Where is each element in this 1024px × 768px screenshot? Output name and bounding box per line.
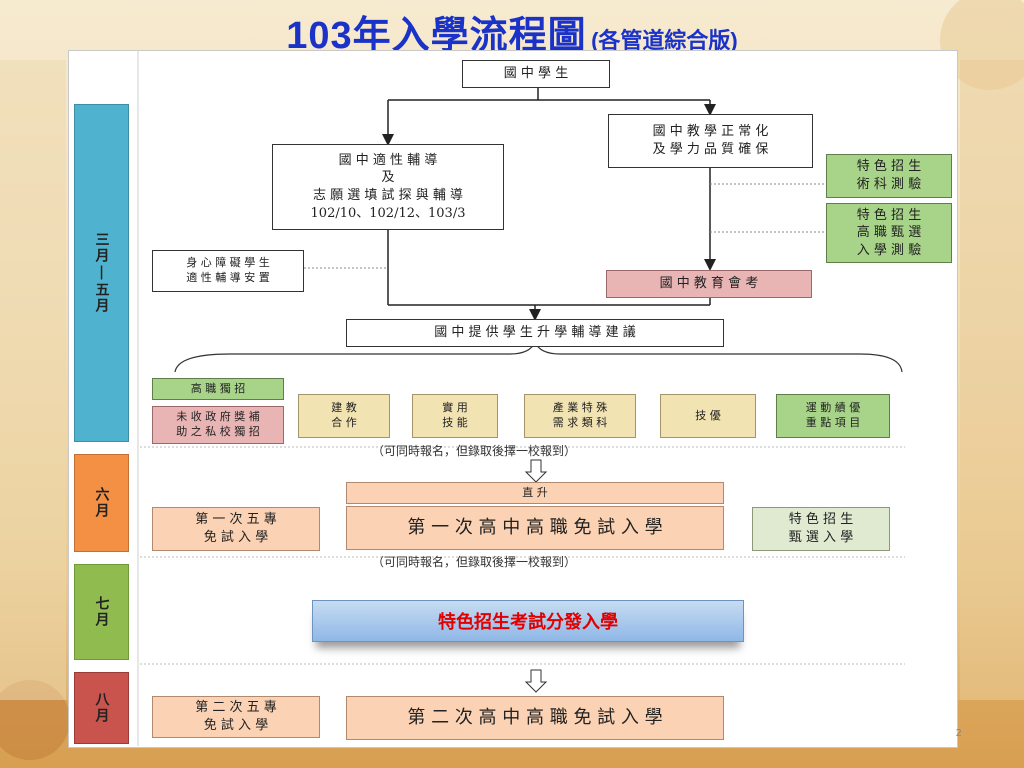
month-mar-may: 三月|五月 <box>74 104 129 442</box>
box-guidance-advice: 國 中 提 供 學 生 升 學 輔 導 建 議 <box>346 319 724 347</box>
box-industry-special: 產 業 特 殊 需 求 類 科 <box>524 394 636 438</box>
box-skill-excellence: 技 優 <box>660 394 756 438</box>
box-vocational-independent: 高 職 獨 招 <box>152 378 284 400</box>
note-simultaneous-2: （可同時報名，但錄取後擇一校報到） <box>372 555 577 569</box>
box-first-five-year: 第 一 次 五 專 免 試 入 學 <box>152 507 320 551</box>
month-jun: 六月 <box>74 454 129 552</box>
box-practical-skills: 實 用 技 能 <box>412 394 498 438</box>
page-number: 2 <box>955 728 962 739</box>
box-special-vocational-test: 特 色 招 生 高 職 甄 選 入 學 測 驗 <box>826 203 952 263</box>
box-special-art-test: 特 色 招 生 術 科 測 驗 <box>826 154 952 198</box>
box-special-exam-allocation: 特色招生考試分發入學 <box>312 600 744 642</box>
box-education-exam: 國 中 教 育 會 考 <box>606 270 812 298</box>
month-aug: 八月 <box>74 672 129 744</box>
title-subtitle: (各管道綜合版) <box>591 28 738 53</box>
box-sports-excellence: 運 動 績 優 重 點 項 目 <box>776 394 890 438</box>
box-disabled-students: 身 心 障 礙 學 生 適 性 輔 導 安 置 <box>152 250 304 292</box>
note-simultaneous-1: （可同時報名，但錄取後擇一校報到） <box>372 444 577 458</box>
box-special-selection: 特 色 招 生 甄 選 入 學 <box>752 507 890 551</box>
box-second-free-entrance: 第 二 次 高 中 高 職 免 試 入 學 <box>346 696 724 740</box>
box-private-independent: 未 收 政 府 獎 補 助 之 私 校 獨 招 <box>152 406 284 444</box>
box-coop: 建 教 合 作 <box>298 394 390 438</box>
box-direct-promotion: 直 升 <box>346 482 724 504</box>
box-second-five-year: 第 二 次 五 專 免 試 入 學 <box>152 696 320 738</box>
month-jul: 七月 <box>74 564 129 660</box>
box-aptitude-guidance: 國 中 適 性 輔 導 及 志 願 選 填 試 探 與 輔 導 102/10、1… <box>272 144 504 230</box>
box-junior-high-student: 國 中 學 生 <box>462 60 610 88</box>
box-first-free-entrance: 第 一 次 高 中 高 職 免 試 入 學 <box>346 506 724 550</box>
box-teaching-normalization: 國 中 教 學 正 常 化 及 學 力 品 質 確 保 <box>608 114 813 168</box>
